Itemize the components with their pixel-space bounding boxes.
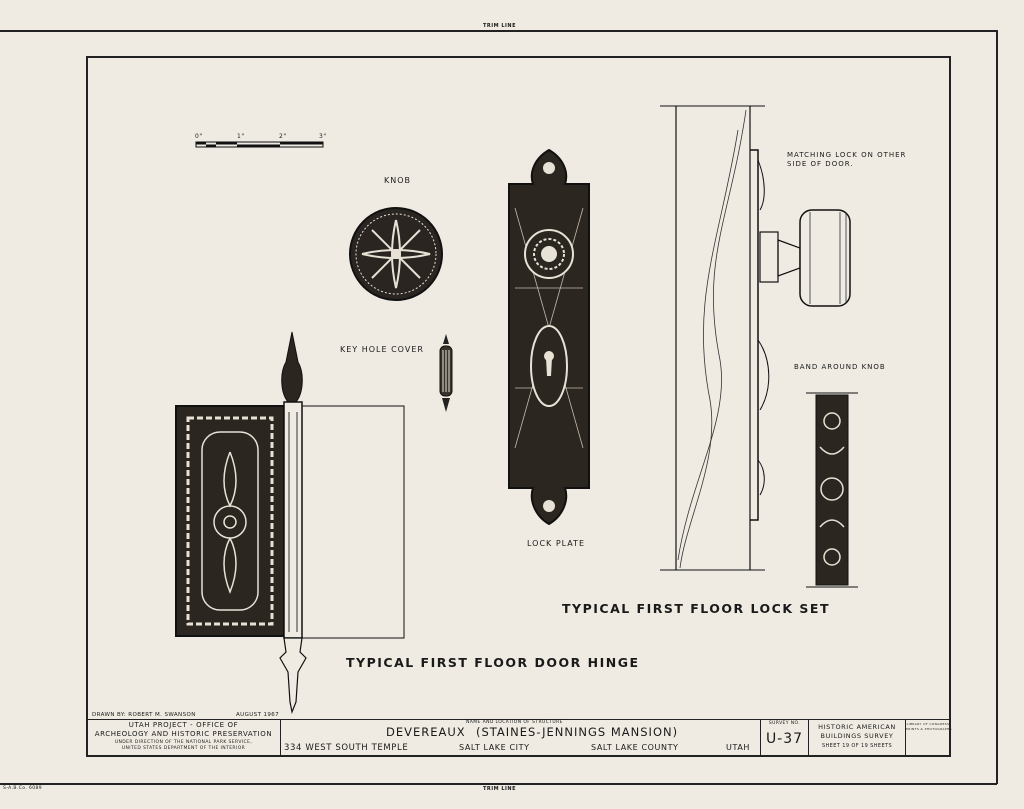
structure-cell: NAME AND LOCATION OF STRUCTURE DEVEREAUX… (281, 720, 761, 756)
lock-set-title: TYPICAL FIRST FLOOR LOCK SET (562, 601, 830, 616)
direction-line-2: UNITED STATES DEPARTMENT OF THE INTERIOR (121, 746, 246, 751)
drawing-date: AUGUST 1967 (236, 712, 280, 718)
structure-alt-name: (STAINES-JENNINGS MANSION) (476, 725, 679, 739)
key-hole-cover-label: KEY HOLE COVER (340, 345, 424, 354)
project-line-2: ARCHEOLOGY AND HISTORIC PRESERVATION (94, 730, 273, 738)
matching-lock-label-2: SIDE OF DOOR. (787, 160, 854, 168)
scale-tick-3: 3" (319, 133, 327, 140)
library-cell: LIBRARY OF CONGRESS PRINTS & PHOTOGRAPHS (906, 720, 952, 756)
lock-plate-label: LOCK PLATE (527, 539, 586, 548)
habs-line-1: HISTORIC AMERICAN (818, 723, 896, 731)
title-block: UTAH PROJECT - OFFICE OF ARCHEOLOGY AND … (86, 719, 952, 757)
survey-no-caption: SURVEY NO. (768, 721, 801, 726)
trim-line-right (996, 30, 998, 784)
trim-line-top-label: TRIM LINE (483, 23, 516, 29)
matching-lock-label-1: MATCHING LOCK ON OTHER (787, 151, 907, 159)
scale-tick-0: 0" (195, 133, 203, 140)
printer-mark: S-A.B.Co. 6089 (3, 786, 43, 791)
habs-cell: HISTORIC AMERICAN BUILDINGS SURVEY SHEET… (809, 720, 906, 756)
city: SALT LAKE CITY (459, 743, 530, 752)
door-hinge-drawing (175, 331, 405, 714)
trim-line-bottom (0, 783, 997, 785)
project-line-1: UTAH PROJECT - OFFICE OF (128, 721, 239, 729)
name-location-caption: NAME AND LOCATION OF STRUCTURE (466, 720, 563, 725)
survey-number-cell: SURVEY NO. U-37 (761, 720, 809, 756)
lock-set-section-drawing (660, 105, 851, 571)
direction-line-1: UNDER DIRECTION OF THE NATIONAL PARK SER… (114, 740, 253, 745)
trim-line-bottom-label: TRIM LINE (483, 786, 516, 792)
survey-number: U-37 (765, 731, 804, 747)
trim-line-top (0, 30, 997, 32)
scale-bar-graphic (195, 141, 324, 148)
scale-tick-1: 1" (237, 133, 245, 140)
scale-tick-2: 2" (279, 133, 287, 140)
county: SALT LAKE COUNTY (591, 743, 679, 752)
door-hinge-title: TYPICAL FIRST FLOOR DOOR HINGE (346, 655, 640, 670)
sheet-info: SHEET 19 OF 19 SHEETS (821, 743, 893, 749)
knob-drawing (349, 207, 443, 301)
habs-line-2: BUILDINGS SURVEY (820, 732, 894, 740)
project-cell: UTAH PROJECT - OFFICE OF ARCHEOLOGY AND … (87, 720, 281, 756)
band-around-knob-drawing (806, 392, 858, 588)
library-line-2: PRINTS & PHOTOGRAPHS (906, 727, 952, 731)
lock-plate-drawing (508, 148, 590, 526)
key-hole-cover-drawing (439, 334, 453, 412)
drawn-by: DRAWN BY: ROBERT M. SWANSON (92, 712, 196, 718)
library-line-1: LIBRARY OF CONGRESS (906, 722, 950, 726)
knob-label: KNOB (384, 176, 412, 185)
state: UTAH (726, 743, 751, 752)
address: 334 WEST SOUTH TEMPLE (284, 743, 409, 753)
band-around-knob-label: BAND AROUND KNOB (794, 363, 886, 371)
structure-name: DEVEREAUX (386, 725, 466, 739)
scale-bar: 0" 1" 2" 3" (195, 133, 327, 149)
